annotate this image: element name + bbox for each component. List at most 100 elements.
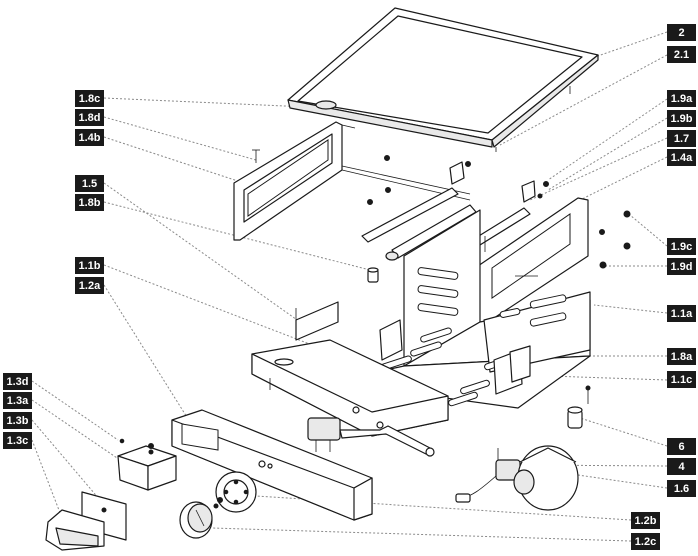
svg-text:1.2c: 1.2c	[635, 536, 656, 548]
foot-6	[567, 406, 583, 429]
label-1-8d: 1.8d	[75, 109, 104, 126]
nut-1-8c-c	[367, 199, 373, 205]
label-1-2a: 1.2a	[75, 277, 104, 294]
nut-1-9c-c	[623, 242, 631, 250]
gas-manifold	[307, 417, 435, 457]
label-4: 4	[667, 458, 696, 475]
knob-bezel-1-2b	[213, 471, 257, 513]
right-side-panel	[477, 197, 589, 323]
leader-1-5	[103, 182, 301, 323]
label-1-2c: 1.2c	[631, 533, 660, 550]
bracket-1-5	[295, 301, 339, 341]
svg-text:1.6: 1.6	[674, 483, 689, 495]
leader-2	[591, 31, 668, 59]
leader-1-8d	[103, 116, 257, 161]
label-1-9b: 1.9b	[667, 110, 696, 127]
label-1-9c: 1.9c	[667, 238, 696, 255]
svg-text:2: 2	[678, 27, 684, 39]
svg-text:1.1a: 1.1a	[671, 308, 693, 320]
label-1-6: 1.6	[667, 480, 696, 497]
leader-4	[519, 464, 668, 467]
screw-1-3d-b	[148, 443, 154, 449]
svg-text:1.4b: 1.4b	[78, 132, 100, 144]
label-2-1: 2.1	[667, 46, 696, 63]
svg-text:1.3a: 1.3a	[7, 395, 29, 407]
svg-text:1.1c: 1.1c	[671, 374, 692, 386]
label-1-8a: 1.8a	[667, 348, 696, 365]
leader-lines	[31, 31, 668, 542]
foot-1-8b	[367, 267, 379, 283]
nut-1-8c-a	[384, 155, 390, 161]
label-1-7: 1.7	[667, 130, 696, 147]
leader-1-4a	[579, 156, 668, 201]
nut-1-9d	[599, 261, 607, 269]
leader-6	[579, 417, 668, 447]
leader-1-7	[529, 137, 668, 201]
label-1-1c: 1.1c	[667, 371, 696, 388]
svg-text:1.8a: 1.8a	[671, 351, 693, 363]
screw-1-8d	[252, 149, 260, 163]
drip-cup-1-3a	[117, 445, 177, 491]
screw-1-8a	[585, 385, 591, 404]
label-1-1b: 1.1b	[75, 257, 104, 274]
nut-1-9c-b	[599, 229, 605, 235]
svg-text:1.8b: 1.8b	[78, 197, 100, 209]
label-1-2b: 1.2b	[631, 512, 660, 529]
svg-text:1.9d: 1.9d	[670, 261, 692, 273]
svg-text:4: 4	[678, 461, 685, 473]
callout-labels: 2 2.1 1.9a 1.9b 1.7 1.4a 1.9c 1.9d	[3, 24, 696, 550]
label-1-8b: 1.8b	[75, 194, 104, 211]
label-1-1a: 1.1a	[667, 305, 696, 322]
label-1-5: 1.5	[75, 175, 104, 192]
svg-text:1.8c: 1.8c	[79, 93, 100, 105]
svg-text:1.7: 1.7	[674, 133, 689, 145]
svg-text:2.1: 2.1	[674, 49, 689, 61]
label-1-3c: 1.3c	[3, 432, 32, 449]
leader-1-3b	[31, 419, 101, 501]
leader-1-3a	[31, 399, 121, 461]
screw-1-3d-a	[119, 438, 125, 444]
main-frame	[329, 209, 591, 409]
svg-text:1.2b: 1.2b	[634, 515, 656, 527]
label-1-3d: 1.3d	[3, 373, 32, 390]
svg-text:6: 6	[678, 441, 684, 453]
leader-1-3c	[31, 439, 63, 519]
bracket-1-1c	[379, 319, 531, 395]
leader-1-1a	[593, 304, 668, 314]
left-side-panel	[233, 121, 471, 241]
nut-1-9c-a	[623, 210, 631, 218]
leader-1-1c	[519, 374, 668, 381]
front-rail-1-1b	[251, 339, 449, 437]
label-1-4b: 1.4b	[75, 129, 104, 146]
label-6: 6	[667, 438, 696, 455]
control-panel-1-2a	[171, 409, 373, 521]
leader-1-2b	[239, 494, 632, 521]
svg-text:1.4a: 1.4a	[671, 152, 693, 164]
label-1-8c: 1.8c	[75, 90, 104, 107]
svg-text:1.1b: 1.1b	[78, 260, 100, 272]
screw-1-3d-c	[148, 449, 154, 455]
svg-text:1.9a: 1.9a	[671, 93, 693, 105]
griddle-plate	[287, 7, 599, 152]
nut-1-8c-b	[385, 187, 391, 193]
leader-1-2c	[211, 527, 632, 542]
label-1-9a: 1.9a	[667, 90, 696, 107]
svg-text:1.3c: 1.3c	[7, 435, 28, 447]
drip-tray-handle-1-3c	[45, 509, 105, 551]
svg-text:1.9c: 1.9c	[671, 241, 692, 253]
svg-text:1.3b: 1.3b	[6, 415, 28, 427]
regulator-4	[455, 448, 521, 503]
label-2: 2	[667, 24, 696, 41]
leader-1-4b	[103, 136, 251, 186]
svg-text:1.3d: 1.3d	[6, 376, 28, 388]
svg-text:1.5: 1.5	[82, 178, 97, 190]
grease-hole	[315, 100, 337, 110]
leader-1-3d	[31, 380, 119, 441]
gas-canister-1-6	[513, 445, 579, 511]
leader-1-9c	[629, 214, 668, 247]
leader-1-9b	[547, 117, 668, 191]
leader-1-9a	[547, 98, 668, 181]
label-1-4a: 1.4a	[667, 149, 696, 166]
label-1-3a: 1.3a	[3, 392, 32, 409]
